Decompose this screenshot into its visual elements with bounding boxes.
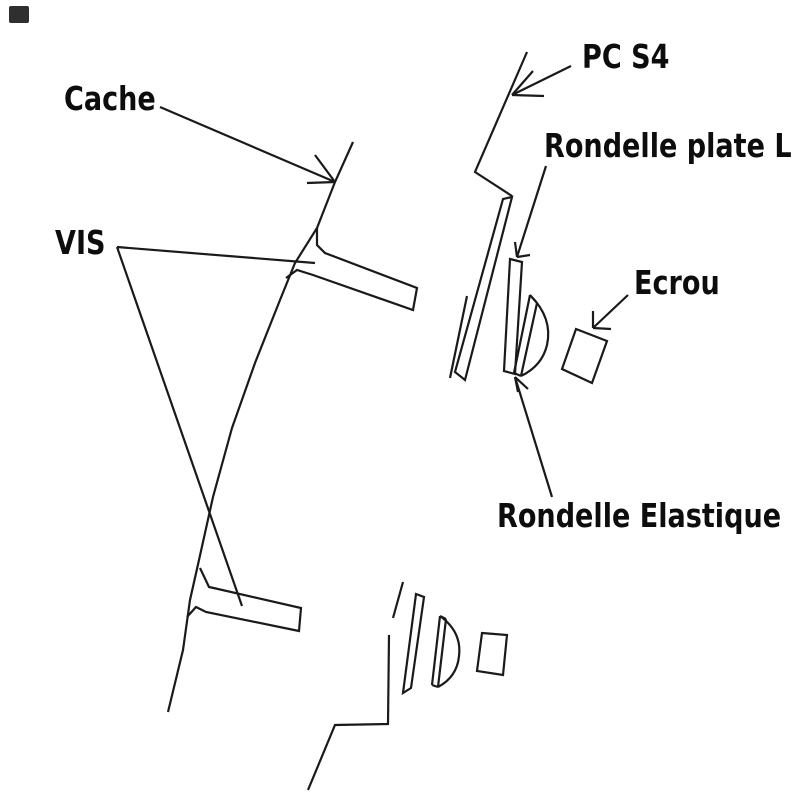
vis-pointer-lines bbox=[115, 245, 316, 607]
lower-nut-outline bbox=[475, 631, 509, 677]
flat-washer-pointer-line bbox=[515, 165, 548, 258]
spring-washer-outline bbox=[512, 294, 550, 378]
lower-panel-bent-edge bbox=[306, 634, 391, 791]
nut-outline bbox=[560, 327, 609, 385]
label-rondelle-elastique: Rondelle Elastique bbox=[497, 496, 782, 535]
nut-pointer-line bbox=[592, 294, 629, 329]
cache-arrowhead bbox=[306, 154, 336, 185]
lower-flat-washer-outline bbox=[401, 592, 426, 696]
flat-washer-outline bbox=[502, 257, 524, 376]
pc-s4-panel-outline bbox=[453, 51, 529, 382]
label-vis: VIS bbox=[55, 223, 106, 262]
label-cache: Cache bbox=[64, 79, 156, 118]
cache-pointer-line bbox=[159, 105, 336, 184]
pc-s4-arrowhead bbox=[511, 70, 545, 98]
lower-spring-washer-outline bbox=[430, 615, 461, 689]
label-ecrou: Ecrou bbox=[634, 263, 720, 302]
nut-arrowhead bbox=[591, 311, 612, 331]
corner-mark bbox=[9, 6, 29, 23]
flat-washer-arrowhead bbox=[513, 241, 531, 259]
panel-edge-segment-upper bbox=[448, 295, 469, 379]
lower-screw-outline bbox=[186, 567, 303, 633]
upper-screw-outline bbox=[285, 228, 419, 312]
lower-panel-edge-segment bbox=[391, 581, 405, 619]
pc-s4-pointer-line bbox=[511, 65, 572, 96]
cover-edge-curve bbox=[166, 141, 355, 713]
spring-washer-pointer-line bbox=[513, 376, 554, 498]
label-rondelle-plate-l: Rondelle plate L bbox=[544, 126, 792, 165]
spring-washer-arrowhead bbox=[513, 376, 529, 393]
label-pc-s4: PC S4 bbox=[582, 37, 670, 76]
